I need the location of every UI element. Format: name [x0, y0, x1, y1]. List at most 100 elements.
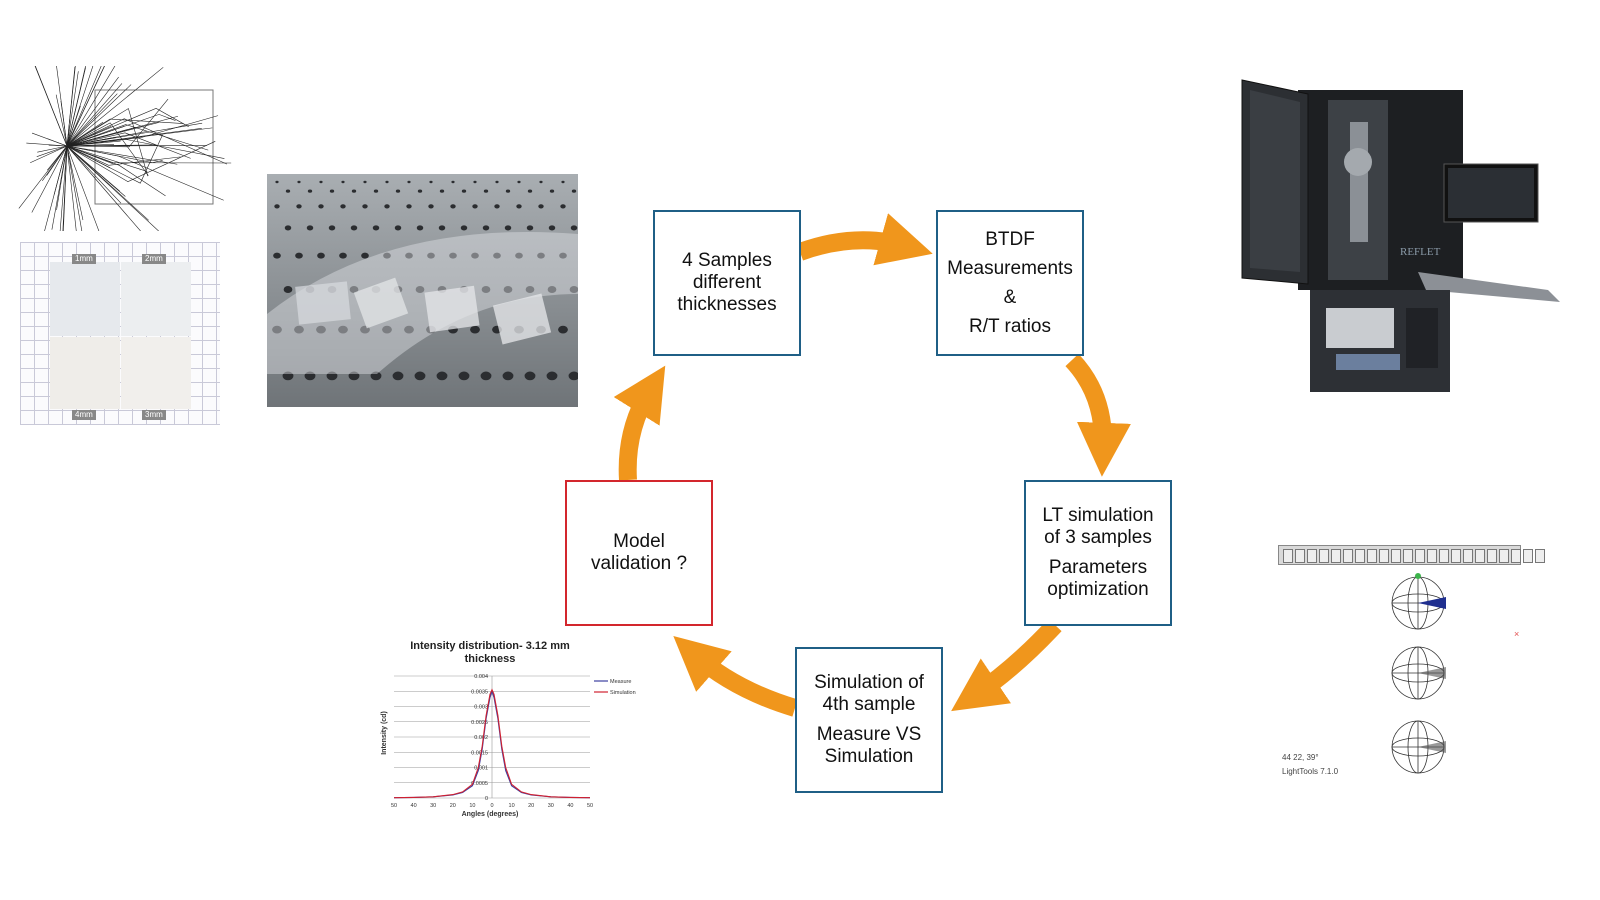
chart-y-tick: 0.004 — [474, 674, 488, 680]
sample-label-3mm: 3mm — [142, 410, 166, 420]
chart-y-tick: 0.002 — [474, 735, 488, 741]
sample-label-4mm: 4mm — [72, 410, 96, 420]
toolbar-button[interactable] — [1343, 549, 1353, 563]
toolbar-button[interactable] — [1475, 549, 1485, 563]
software-status-1: 44 22, 39° — [1282, 753, 1319, 762]
box-lt-line2: of 3 samples — [1044, 527, 1152, 548]
chart-title: Intensity distribution- 3.12 mm thicknes… — [410, 640, 570, 665]
chart-x-tick: 50 — [391, 803, 397, 809]
chart-x-tick: 50 — [587, 803, 593, 809]
box-samples-line1: 4 Samples — [682, 250, 772, 271]
box-btdf-line3: & — [1003, 287, 1017, 308]
toolbar-button[interactable] — [1355, 549, 1365, 563]
software-status-2: LightTools 7.1.0 — [1282, 767, 1339, 776]
chart-x-tick: 30 — [430, 803, 436, 809]
box-samples-line3: thicknesses — [677, 294, 777, 315]
chart-x-tick: 30 — [548, 803, 554, 809]
toolbar-button[interactable] — [1319, 549, 1329, 563]
software-window: × 44 22, 39° LightTools 7.1.0 — [1278, 545, 1545, 785]
box-btdf-line1: BTDF — [985, 229, 1035, 250]
keyboard-shelf — [1418, 272, 1560, 302]
ray-trace-frame — [94, 89, 214, 205]
toolbar-button[interactable] — [1451, 549, 1461, 563]
sample-label-1mm: 1mm — [72, 254, 96, 264]
toolbar-button[interactable] — [1391, 549, 1401, 563]
chart-x-tick: 0 — [490, 803, 493, 809]
optical-table-photo — [267, 174, 578, 407]
chart-x-tick: 10 — [509, 803, 515, 809]
film-sample-3 — [424, 285, 480, 333]
chart-x-tick: 20 — [528, 803, 534, 809]
sample-tile-4mm — [50, 337, 120, 409]
toolbar-button[interactable] — [1331, 549, 1341, 563]
box-sim4-line3: Measure VS — [816, 724, 922, 745]
sample-tile-3mm — [121, 337, 191, 409]
samples-photo: 1mm 2mm 4mm 3mm — [20, 242, 220, 425]
arrow-sim4-to-validation — [673, 636, 798, 717]
intensity-chart: Intensity distribution- 3.12 mm thicknes… — [370, 638, 670, 824]
chart-y-tick: 0.0015 — [471, 750, 488, 756]
arrow-lt-to-sim4 — [951, 618, 1062, 712]
ray-fan-3 — [1418, 741, 1446, 753]
toolbar-button[interactable] — [1295, 549, 1305, 563]
instrument-brand: REFLET — [1400, 246, 1441, 258]
film-sample-2 — [353, 277, 409, 329]
chart-y-tick: 0.0025 — [471, 720, 488, 726]
ray-fan-1 — [1418, 597, 1446, 609]
toolbar-button[interactable] — [1535, 549, 1545, 563]
arrow-samples-to-btdf — [796, 213, 933, 266]
box-samples: 4 Samples different thicknesses — [653, 210, 801, 356]
chart-plot: 0.0040.00350.0030.00250.0020.00150.0010.… — [381, 674, 636, 818]
computer-tower — [1406, 308, 1438, 368]
box-samples-line2: different — [692, 272, 762, 293]
box-btdf-line2: Measurements — [947, 258, 1073, 279]
box-btdf-line4: R/T ratios — [968, 316, 1051, 337]
chart-ylabel: Intensity (cd) — [381, 711, 388, 755]
arrow-btdf-to-lt — [1065, 353, 1131, 477]
goniometer-arm — [1350, 122, 1368, 242]
arrow-validation-to-samples — [613, 365, 666, 481]
ray-bundle — [18, 66, 232, 231]
box-lt-line3: Parameters — [1048, 557, 1148, 578]
toolbar-button[interactable] — [1427, 549, 1437, 563]
ray-fan-2 — [1418, 667, 1446, 679]
sphere-plots: × — [1391, 573, 1519, 774]
chart-legend-label: Simulation — [610, 690, 636, 696]
chart-x-tick: 10 — [469, 803, 475, 809]
power-unit — [1336, 354, 1400, 370]
clear-film — [267, 231, 578, 374]
chart-series — [393, 688, 591, 799]
film-sample-1 — [295, 281, 351, 325]
sample-tile-1mm — [50, 262, 120, 336]
toolbar-button[interactable] — [1439, 549, 1449, 563]
chart-y-tick: 0.001 — [474, 766, 488, 772]
toolbar-button[interactable] — [1487, 549, 1497, 563]
box-sim4-line2: 4th sample — [822, 694, 916, 715]
film-sample-4 — [492, 293, 552, 345]
toolbar-button[interactable] — [1499, 549, 1509, 563]
toolbar-button[interactable] — [1367, 549, 1377, 563]
toolbar-button[interactable] — [1523, 549, 1533, 563]
box-model-validation: Model validation ? — [565, 480, 713, 626]
chart-gridlines — [394, 675, 590, 799]
toolbar-button[interactable] — [1463, 549, 1473, 563]
toolbar-button[interactable] — [1415, 549, 1425, 563]
toolbar-button[interactable] — [1283, 549, 1293, 563]
box-validation-line1: Model — [613, 531, 665, 552]
toolbar-button[interactable] — [1307, 549, 1317, 563]
toolbar-button[interactable] — [1511, 549, 1521, 563]
toolbar-button[interactable] — [1379, 549, 1389, 563]
reflet-instrument-photo: REFLET — [1241, 79, 1560, 392]
box-sim4-line1: Simulation of — [814, 672, 924, 693]
sample-tile-2mm — [121, 262, 191, 336]
toolbar-button[interactable] — [1403, 549, 1413, 563]
box-simulation-4th: Simulation of 4th sample Measure VS Simu… — [795, 647, 943, 793]
chart-legend-label: Measure — [610, 679, 631, 685]
box-validation-line2: validation ? — [590, 553, 688, 574]
green-marker — [1415, 573, 1421, 579]
chart-series-line — [393, 688, 591, 799]
chart-xlabel: Angles (degrees) — [462, 811, 519, 818]
chart-x-tick: 40 — [567, 803, 573, 809]
